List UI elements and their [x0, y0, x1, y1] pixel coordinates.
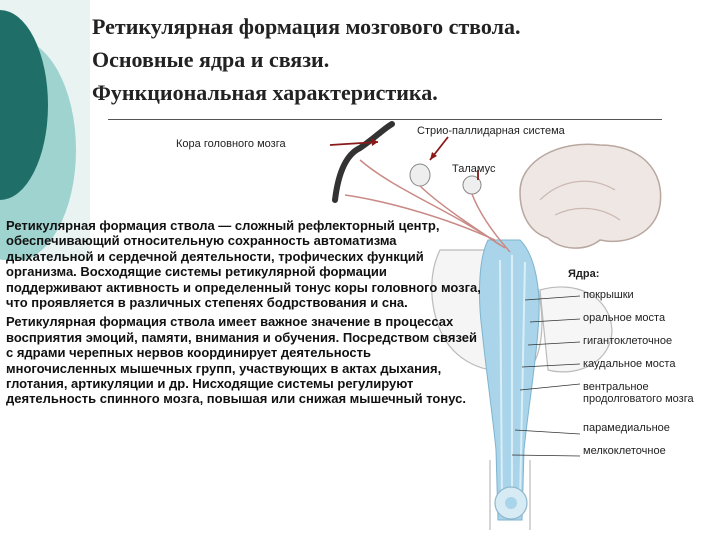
- nucleus-item: покрышки: [583, 289, 634, 301]
- paragraph-2: Ретикулярная формация ствола имеет важно…: [6, 314, 477, 407]
- slide-title: Ретикулярная формация мозгового ствола. …: [92, 10, 712, 109]
- label-cortex: Кора головного мозга: [176, 138, 286, 150]
- fiber-tract: [344, 194, 496, 241]
- nucleus-item: оральное моста: [583, 312, 666, 324]
- spinal-cord-outline: [489, 460, 531, 530]
- label-striopallidal: Стрио-паллидарная система: [417, 125, 565, 137]
- nuclei-pointer-lines: [511, 295, 581, 457]
- brain-outline: [519, 143, 662, 249]
- decorative-corner-shapes: [0, 0, 90, 260]
- nuclei-list: покрышки оральное моста гигантоклеточное…: [583, 289, 715, 468]
- brainstem-diagram: [329, 121, 662, 530]
- title-line-1: Ретикулярная формация мозгового ствола.: [92, 14, 521, 39]
- title-line-2: Основные ядра и связи.: [92, 47, 330, 72]
- label-thalamus: Таламус: [452, 163, 496, 175]
- title-divider: [108, 119, 662, 120]
- nucleus-item: парамедиальное: [583, 422, 670, 434]
- nucleus-item: мелкоклеточное: [583, 445, 666, 457]
- title-line-3: Функциональная характеристика.: [92, 80, 438, 105]
- striopallidal-node: [409, 163, 431, 187]
- nucleus-item: вентральное продолговатого мозга: [583, 381, 694, 405]
- cortex-arrow: [329, 141, 379, 146]
- cerebellum-outline: [539, 286, 613, 373]
- nucleus-item: гигантоклеточное: [583, 335, 673, 347]
- body-text: Ретикулярная формация ствола — сложный р…: [6, 218, 484, 409]
- paragraph-1: Ретикулярная формация ствола — сложный р…: [6, 218, 481, 311]
- cortex-band: [332, 121, 395, 203]
- nuclei-heading: Ядра:: [568, 268, 600, 280]
- nucleus-item: каудальное моста: [583, 358, 676, 370]
